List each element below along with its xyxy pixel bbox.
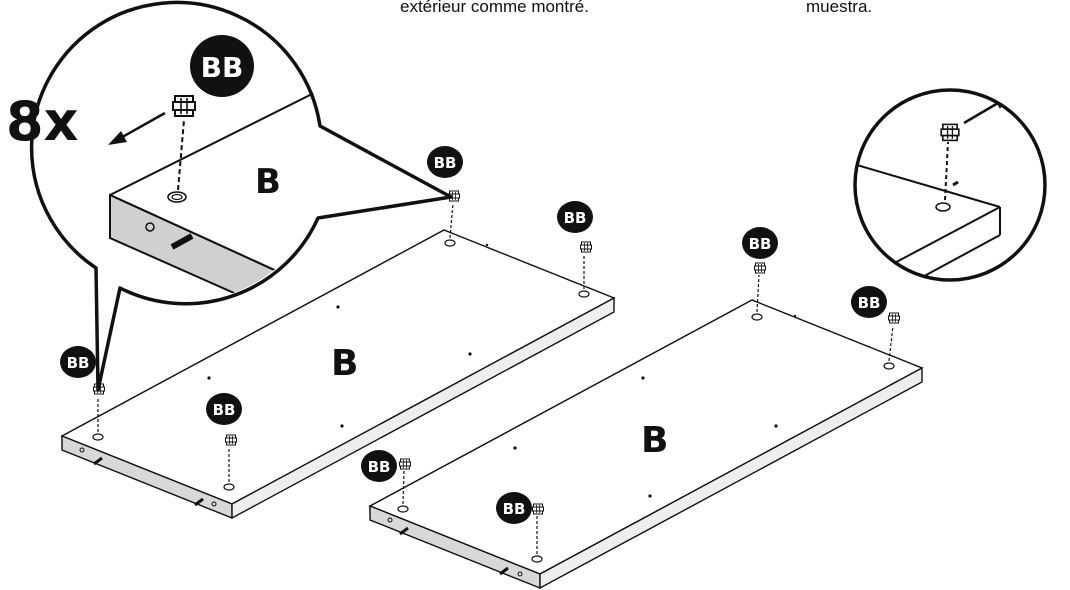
quantity-label: 8x xyxy=(6,90,79,153)
bb-badge: BB xyxy=(496,492,532,524)
bb-badge: BB xyxy=(361,450,397,482)
part-label-b-panel-right: B xyxy=(641,420,668,461)
bb-badge: BB xyxy=(190,35,254,97)
bb-badge-text: BB xyxy=(368,458,391,476)
bb-badge-text: BB xyxy=(749,235,772,253)
bb-badge-text: BB xyxy=(564,209,587,227)
bb-badge-text: BB xyxy=(67,354,90,372)
instruction-text-french: extérieur comme montré. xyxy=(400,0,589,16)
instruction-text-spanish: muestra. xyxy=(806,0,873,16)
bb-badge: BB xyxy=(742,227,778,259)
bb-badge-text: BB xyxy=(503,500,526,518)
part-label-b-panel-left: B xyxy=(331,343,358,384)
bb-badge-text: BB xyxy=(858,294,881,312)
bb-badge: BB xyxy=(851,286,887,318)
cam-bolts-panel-left xyxy=(92,190,592,491)
bb-badge-text: BB xyxy=(213,401,236,419)
bb-badge: BB xyxy=(557,201,593,233)
part-label-b-detail: B xyxy=(255,162,281,202)
bb-badge-text: BB xyxy=(201,51,244,84)
panel-b-left xyxy=(60,228,616,520)
detail-callout-left xyxy=(29,0,453,392)
bb-badge: BB xyxy=(60,346,96,378)
bb-badge-text: BB xyxy=(434,154,457,172)
detail-callout-right xyxy=(853,88,1047,282)
bb-badge: BB xyxy=(427,146,463,178)
cam-bolts-panel-right xyxy=(397,262,900,563)
bb-badge: BB xyxy=(206,393,242,425)
